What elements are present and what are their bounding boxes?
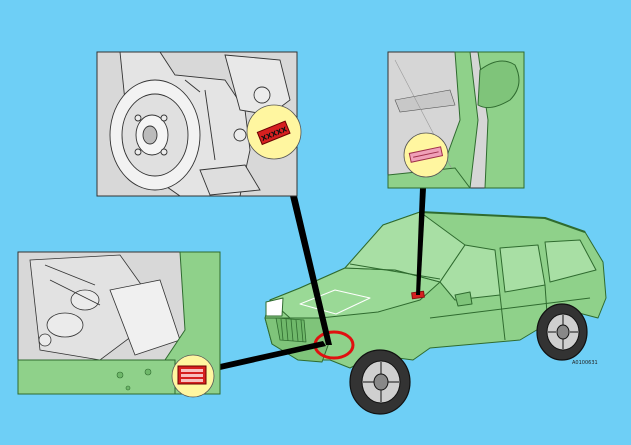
leader-line-windshield	[416, 188, 426, 295]
leader-line-bay	[220, 341, 326, 370]
vin-label-bay	[177, 365, 207, 385]
engine-bay-icon	[17, 251, 221, 398]
figure-code: A0100631	[572, 360, 598, 366]
wheel-icon	[349, 349, 411, 415]
leader-line-engine	[290, 196, 332, 345]
leader-lines	[220, 188, 426, 370]
engine-pulley-icon: XXXXX	[96, 51, 302, 197]
windshield-icon	[387, 51, 525, 189]
vehicle-icon	[264, 211, 607, 369]
wheel-icon	[536, 303, 588, 361]
